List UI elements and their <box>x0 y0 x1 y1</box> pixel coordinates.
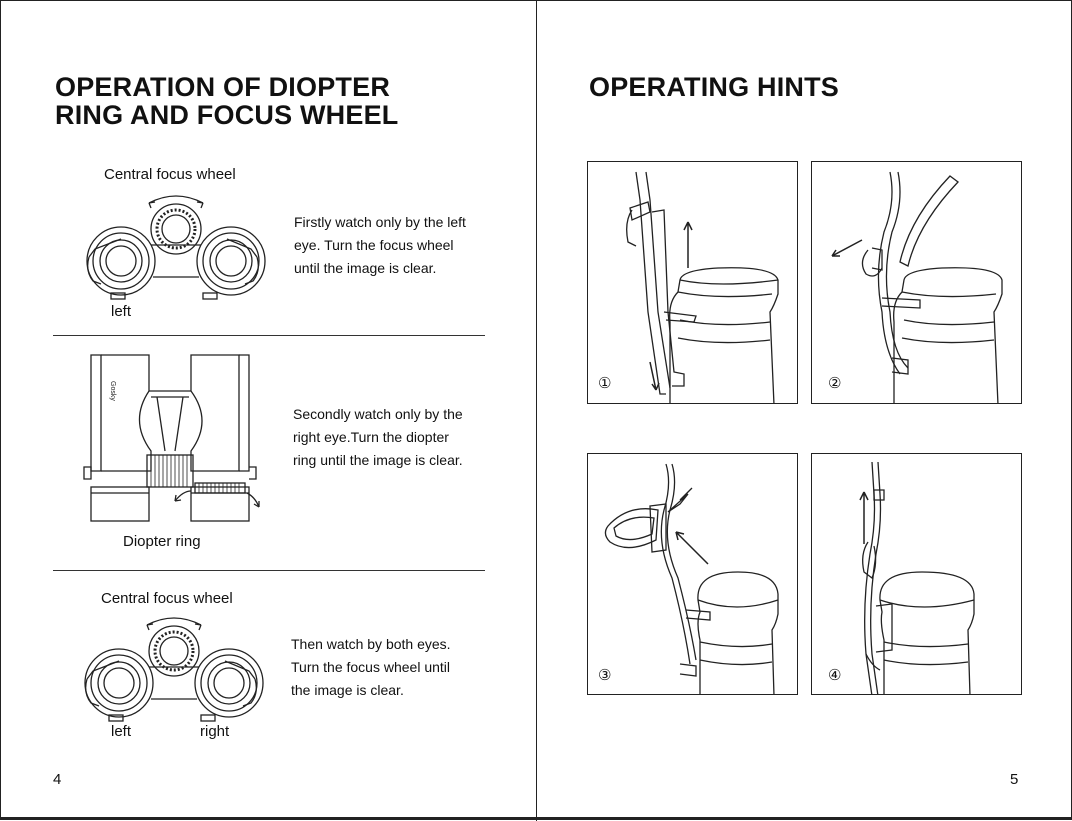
title-line-2: RING AND FOCUS WHEEL <box>55 100 399 130</box>
left-page-number: 4 <box>53 771 62 788</box>
right-eyepiece-label: right <box>200 723 230 740</box>
panel-3-number: ③ <box>598 666 612 684</box>
binocular-top-view-illustration <box>86 195 266 300</box>
bottom-border <box>1 817 1072 819</box>
strap-attach-step-2-illustration <box>831 171 1003 403</box>
strap-attach-step-3-illustration <box>604 463 779 694</box>
binocular-front-view-illustration: Gosky <box>83 354 260 522</box>
left-eyepiece-label-2: left <box>111 723 132 740</box>
brand-mark: Gosky <box>109 381 116 401</box>
diopter-ring-caption: Diopter ring <box>123 533 201 550</box>
hint-panel-2: ② <box>811 161 1022 404</box>
step2-instruction: Secondly watch only by the right eye.Tur… <box>293 406 463 468</box>
strap-attach-step-4-illustration <box>859 461 975 694</box>
binocular-top-view-illustration-2 <box>84 617 264 722</box>
panel-2-number: ② <box>828 374 842 392</box>
strap-attach-step-1-illustration <box>626 171 779 403</box>
hint-panel-1: ① <box>587 161 798 404</box>
page-divider <box>536 1 537 821</box>
panel-1-number: ① <box>598 374 612 392</box>
step3-instruction: Then watch by both eyes. Turn the focus … <box>291 636 451 698</box>
panel-4-number: ④ <box>828 666 842 684</box>
section-rule-2 <box>53 570 485 571</box>
title-line-1: OPERATION OF DIOPTER <box>55 72 391 102</box>
hint-panel-3: ③ <box>587 453 798 695</box>
focus-wheel-caption: Central focus wheel <box>104 166 236 183</box>
right-page-title: OPERATING HINTS <box>589 72 840 102</box>
hint-panel-4: ④ <box>811 453 1022 695</box>
right-page-number: 5 <box>1010 771 1019 788</box>
focus-wheel-caption-2: Central focus wheel <box>101 590 233 607</box>
section-rule-1 <box>53 335 485 336</box>
left-page-title: OPERATION OF DIOPTER RING AND FOCUS WHEE… <box>55 73 399 129</box>
left-eyepiece-label: left <box>111 303 132 320</box>
step1-instruction: Firstly watch only by the left eye. Turn… <box>294 214 466 276</box>
